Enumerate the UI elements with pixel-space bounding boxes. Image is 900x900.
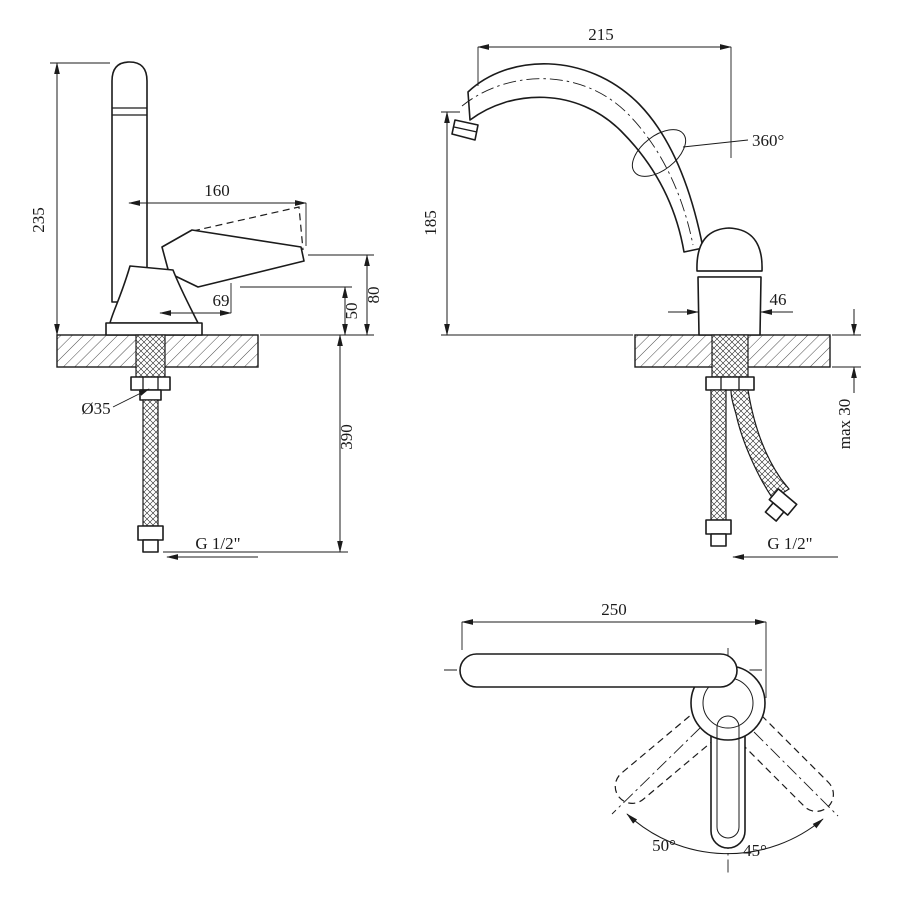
- top-view: 50° 45° 250: [444, 600, 839, 874]
- dim-label-390: 390: [337, 424, 356, 450]
- dim-label-handle-offset: 69: [213, 291, 230, 310]
- mounting-nut: [130, 376, 171, 391]
- front-view: 215 360° 185 46 max 30 G 1/2": [421, 25, 861, 560]
- dim-max-mount-thickness: max 30: [832, 309, 861, 449]
- swivel-ellipse: [631, 129, 687, 177]
- dim-connection-side: G 1/2": [166, 534, 258, 560]
- threaded-shank: [135, 334, 166, 378]
- swing-arc: [626, 813, 824, 855]
- hose-fitting-nut: [705, 519, 732, 535]
- dim-total-height: 235: [29, 62, 110, 336]
- flex-hose-2: [730, 389, 790, 500]
- mounting-nut: [705, 376, 755, 391]
- hose-fitting-end: [764, 502, 785, 522]
- dim-connection-front: G 1/2": [732, 534, 838, 560]
- dim-label-max-30: max 30: [835, 399, 854, 450]
- dim-label-46: 46: [770, 290, 787, 309]
- base-flange: [105, 322, 203, 336]
- dim-spout-length-250: 250: [461, 600, 767, 698]
- dim-handle-reach: 160: [128, 181, 307, 246]
- dim-hose-length-390: 390: [163, 334, 374, 553]
- spout-column: [111, 61, 148, 303]
- handle-lever: [161, 229, 305, 288]
- handle-alt-position: [192, 206, 304, 251]
- dim-handle-offset: 69: [159, 283, 232, 316]
- dim-body-width-46: 46: [668, 290, 793, 315]
- dim-swivel-angle: 360°: [752, 131, 784, 150]
- dim-label-connection-side: G 1/2": [195, 534, 240, 553]
- leader-line: [682, 139, 749, 148]
- dim-label-80: 80: [364, 287, 383, 304]
- hose-fitting-nut: [137, 525, 164, 541]
- body-front: [697, 276, 762, 336]
- aerator-line: [453, 126, 478, 133]
- dim-label-360: 360°: [752, 131, 784, 150]
- flex-hose: [710, 389, 727, 521]
- dim-spout-reach-215: 215: [477, 25, 732, 158]
- leader-line: [112, 388, 150, 408]
- hose-fitting-end: [142, 539, 159, 553]
- phantom-axis-right: [753, 731, 839, 817]
- spout-top: [459, 653, 738, 688]
- dim-label-50: 50: [342, 303, 361, 320]
- dim-label-185: 185: [421, 210, 440, 236]
- hose-2-fitting: [764, 488, 798, 522]
- side-view: 235 160 69 50 80 3: [29, 61, 383, 560]
- dim-thread-diameter: Ø35: [81, 388, 150, 418]
- hose-fitting-end: [710, 533, 727, 547]
- handle-top-inner: [716, 715, 740, 839]
- dim-label-total-height: 235: [29, 207, 48, 233]
- dim-label-handle-reach: 160: [204, 181, 230, 200]
- dim-spout-height-50: 50: [240, 286, 361, 336]
- phantom-axis-left: [611, 727, 701, 815]
- dim-label-connection-front: G 1/2": [767, 534, 812, 553]
- threaded-shank: [711, 334, 749, 378]
- dim-label-215: 215: [588, 25, 614, 44]
- handle-cap: [696, 227, 763, 272]
- spout-curve: [467, 63, 704, 253]
- dim-label-swing-left: 50°: [652, 836, 676, 855]
- dim-label-swing-right: 45°: [743, 841, 767, 860]
- spout-centerline: [461, 78, 694, 246]
- flex-hose: [142, 399, 159, 527]
- dim-label-250: 250: [601, 600, 627, 619]
- dim-label-thread-diameter: Ø35: [81, 399, 110, 418]
- dim-spout-height-185: 185: [421, 111, 633, 336]
- dim-handle-height-80: 80: [308, 254, 383, 336]
